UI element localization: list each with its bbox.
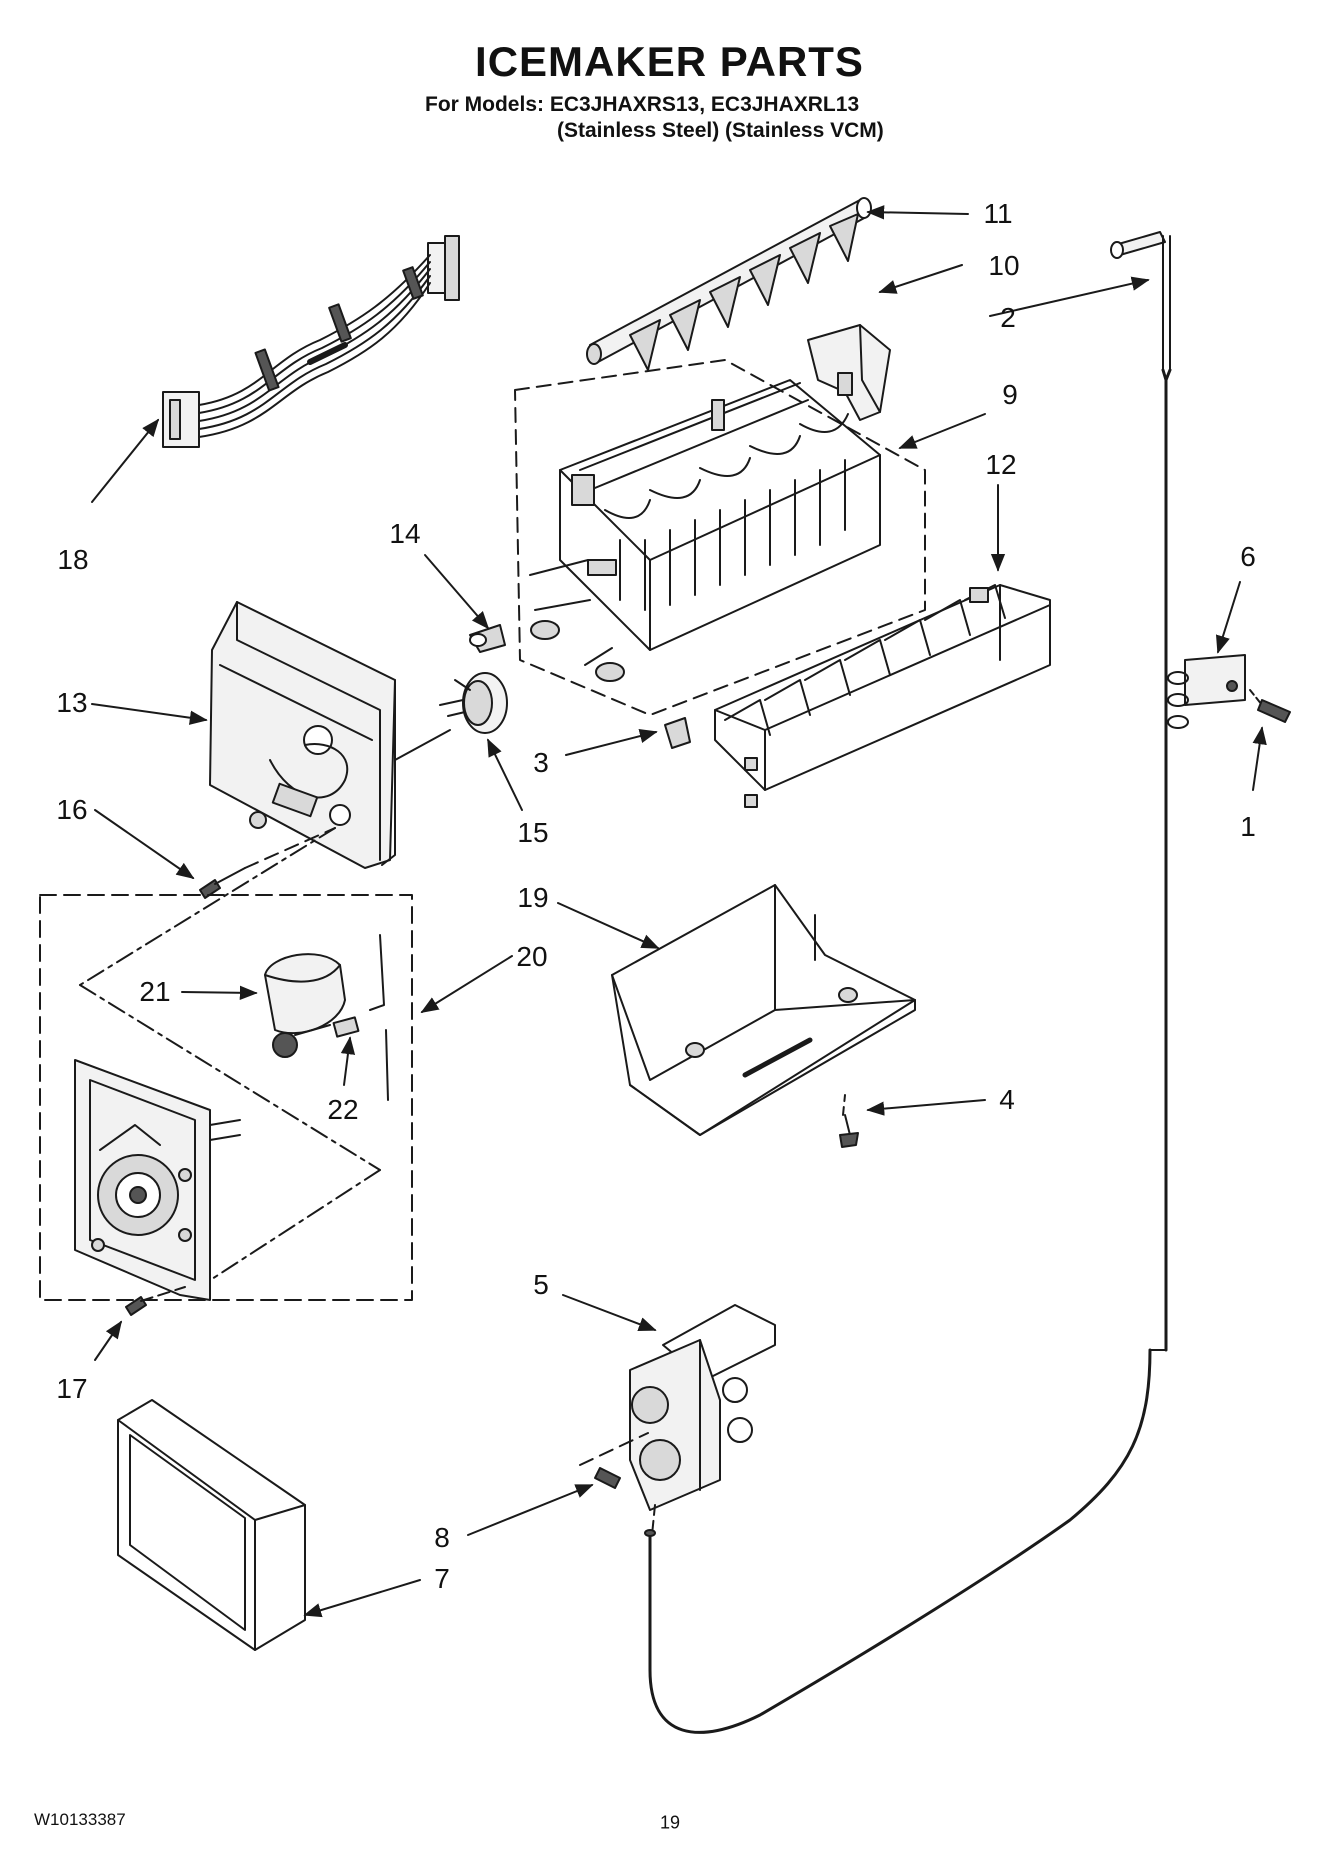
callout-11: 11 — [983, 198, 1013, 229]
thermostat-part-15 — [439, 672, 508, 734]
leader-lines — [91, 205, 1267, 1618]
retainer-part-3 — [664, 717, 691, 749]
clamp-part-6 — [1167, 654, 1246, 729]
screw-part-1 — [1249, 689, 1291, 723]
callout-20: 20 — [516, 941, 548, 972]
callout-14: 14 — [389, 518, 421, 549]
clip-part-14 — [469, 624, 506, 653]
screw-part-17 — [125, 1286, 186, 1316]
water-valve-part-5 — [629, 1304, 776, 1511]
callout-18: 18 — [57, 544, 89, 575]
wire-harness-part-18 — [162, 235, 460, 448]
callout-10: 10 — [988, 250, 1020, 281]
callout-17: 17 — [56, 1373, 88, 1404]
models-line-1: For Models: EC3JHAXRS13, EC3JHAXRL13 — [425, 93, 860, 116]
callout-19: 19 — [517, 882, 549, 913]
callout-3: 3 — [533, 747, 549, 778]
callout-1: 1 — [1240, 811, 1256, 842]
mold-part-9 — [529, 379, 881, 682]
module-plate — [74, 1059, 241, 1301]
callout-12: 12 — [985, 449, 1017, 480]
callout-7: 7 — [434, 1563, 450, 1594]
model-info: For Models: EC3JHAXRS13, EC3JHAXRL13 (St… — [425, 92, 884, 144]
motor-part-21 — [264, 953, 346, 1058]
screw-part-4 — [839, 1094, 859, 1148]
callout-5: 5 — [533, 1269, 549, 1300]
callout-6: 6 — [1240, 541, 1256, 572]
page-number: 19 — [659, 1812, 681, 1833]
callout-22: 22 — [327, 1094, 359, 1125]
module-box-part-20 — [39, 894, 413, 1301]
screw-part-8 — [579, 1432, 649, 1489]
cover-part-7 — [117, 1399, 306, 1651]
screw-part-16 — [199, 867, 246, 899]
callout-16: 16 — [56, 794, 88, 825]
callout-2: 2 — [1000, 302, 1016, 333]
fill-tube-part-2 — [1110, 231, 1172, 1352]
shelf-part-19 — [611, 884, 916, 1136]
callout-9: 9 — [1002, 379, 1018, 410]
ejector-part-11 — [586, 197, 872, 371]
models-line-2: (Stainless Steel) (Stainless VCM) — [557, 119, 884, 142]
control-housing-part-13 — [209, 601, 451, 869]
callout-15: 15 — [517, 817, 549, 848]
callout-4: 4 — [999, 1084, 1015, 1115]
callout-21: 21 — [139, 976, 171, 1007]
switch-part-22 — [332, 934, 389, 1101]
callout-13: 13 — [56, 687, 88, 718]
stripper-part-12 — [714, 584, 1051, 808]
page-title: ICEMAKER PARTS — [475, 38, 864, 85]
mold-outline — [514, 359, 926, 716]
callout-8: 8 — [434, 1522, 450, 1553]
document-number: W10133387 — [34, 1810, 126, 1829]
bearing-part-10 — [807, 324, 891, 421]
